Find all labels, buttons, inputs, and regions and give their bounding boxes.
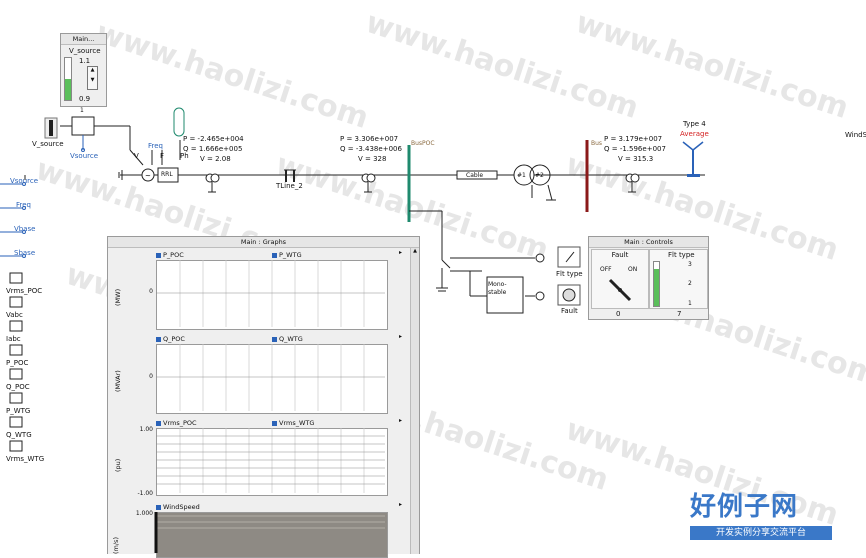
f-label: F [160,152,165,160]
source-signal-label: Vsource [70,152,99,160]
flt-tick-2: 2 [688,280,692,287]
meter-3-v: V = 315.3 [618,155,654,163]
slider-track[interactable] [64,57,72,101]
on-label: ON [628,266,638,273]
graph-ytick: -1.00 [137,490,153,497]
left-meter-vabc: Vabc [6,311,23,319]
left-meter-q-poc: Q_POC [6,383,30,391]
v-label: V [134,152,139,160]
spin-down-icon[interactable]: ▼ [90,77,95,83]
legend-item: P_POC [156,251,184,259]
slider-panel-title: Main... [61,34,106,45]
expand-icon[interactable]: ▸ [398,333,402,340]
fault-value: 0 [616,310,621,318]
graphs-scrollbar[interactable]: ▲ [410,248,419,554]
controls-panel-title: Main : Controls [589,237,708,248]
wind-type-label: Type 4 [683,120,706,128]
left-signal-sbase: Sbase [14,249,36,257]
fault-label: Fault [561,307,578,315]
meter-1-q: Q = 1.666e+005 [183,145,243,153]
legend-item: Q_POC [156,335,185,343]
meter-3-q: Q = -1.596e+007 [604,145,666,153]
svg-text:~: ~ [145,172,151,180]
plot-area[interactable] [156,512,388,558]
meter-1-p: P = -2.465e+004 [183,135,244,143]
left-signal-freq: Freq [16,201,31,209]
flt-type-fill [654,268,659,306]
legend-item: Vrms_WTG [272,419,314,427]
expand-icon[interactable]: ▸ [398,417,402,424]
left-pins [0,182,26,452]
left-meter-p-poc: P_POC [6,359,29,367]
buspoc-label: BusPOC [411,140,435,147]
off-label: OFF [600,266,612,273]
slider-label: V_source [69,47,101,55]
left-meter-iabc: Iabc [6,335,21,343]
meter-2-p: P = 3.306e+007 [340,135,399,143]
legend-item: Q_WTG [272,335,303,343]
graph-ytick: 1.000 [135,510,153,517]
brand-logo: 好例子网 [690,492,799,522]
flt-type-title: Flt type [668,251,695,259]
legend-item: P_WTG [272,251,302,259]
meter-3-p: P = 3.179e+007 [604,135,663,143]
flt-type-track[interactable] [653,261,660,307]
flt-tick-3: 3 [688,261,692,268]
expand-icon[interactable]: ▸ [398,249,402,256]
windspeed-partial-label: WindSp [845,131,866,139]
monostable-label: Mono- stable [488,281,507,296]
spin-up-icon[interactable]: ▲ [90,67,95,73]
meter-1-v: V = 2.08 [200,155,231,163]
slider-min: 0.9 [79,95,91,103]
source-label: V_source [32,140,64,148]
meter-2-q: Q = -3.438e+006 [340,145,402,153]
wind-mode-label: Average [680,130,709,138]
tline-label: TLine_2 [276,182,303,190]
ph-label: Ph [180,152,189,160]
transformer-w1: #1 [517,172,526,179]
flt-type-value: 7 [677,310,682,318]
left-meter-q-wtg: Q_WTG [6,431,32,439]
graph-ytick: 0 [149,373,153,380]
slider-spinner[interactable]: ▲ ▼ [87,66,98,90]
left-signal-vsource: Vsource [10,177,39,185]
graphs-panel-title: Main : Graphs [108,237,419,248]
flt-type-slider-box[interactable]: Flt type 3 2 1 [649,249,708,309]
flt-type-label: Flt type [556,270,583,278]
fault-switch-title: Fault [611,251,629,259]
graph-ytick: 0 [149,288,153,295]
legend-item: WindSpeed [156,503,200,511]
flt-tick-1: 1 [688,300,692,307]
transformer-w2: #2 [535,172,544,179]
freq-label: Freq [148,142,163,150]
graph-windspeed: WindSpeed (m/s) 1.000 ▸ [108,500,410,558]
graph-ytick: 1.00 [139,426,153,433]
rrl-label: RRL [161,171,173,178]
scroll-up-icon[interactable]: ▲ [413,248,417,254]
fault-knob-icon[interactable] [606,276,636,304]
bus-label: Bus [591,140,603,147]
brand-tagline: 开发实例分享交流平台 [690,526,832,540]
slider-fill [65,79,71,100]
cable-label: Cable [466,172,484,179]
left-meter-vrms-poc: Vrms_POC [6,287,43,295]
legend-item: Vrms_POC [156,419,197,427]
v-source-slider-panel: Main... V_source 1.1 0.9 ▲ ▼ [60,33,107,107]
meter-2-v: V = 328 [358,155,387,163]
left-meter-vrms-wtg: Vrms_WTG [6,455,45,463]
slider-value: 1 [80,107,84,114]
left-meter-p-wtg: P_WTG [6,407,31,415]
slider-max: 1.1 [79,57,91,65]
left-signal-vbase: Vbase [14,225,36,233]
expand-icon[interactable]: ▸ [398,501,402,508]
controls-panel: Main : Controls Fault OFF ON Flt type 3 … [588,236,709,320]
fault-switch-box[interactable]: Fault OFF ON [591,249,649,309]
